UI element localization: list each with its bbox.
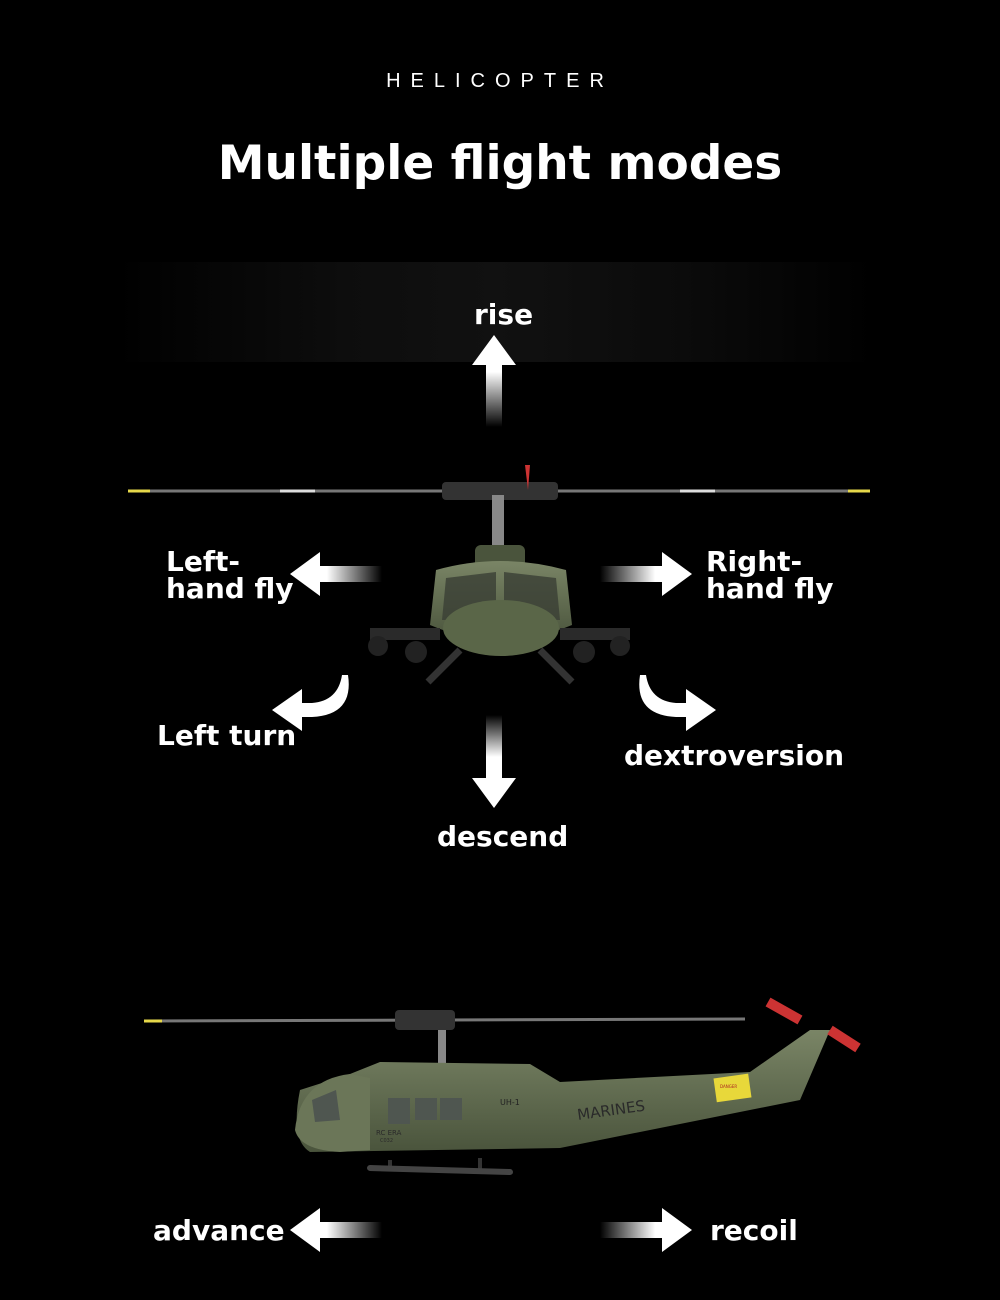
helicopter-front-view: [128, 465, 870, 685]
recoil-arrow-icon: [600, 1208, 692, 1252]
right-arrow-icon: [600, 552, 692, 596]
left-hand-fly-line1: Left-: [166, 545, 241, 578]
recoil-label: recoil: [710, 1214, 798, 1247]
right-turn-arrow-icon: [639, 675, 716, 731]
right-hand-fly-line1: Right-: [706, 545, 803, 578]
left-arrow-icon: [290, 552, 382, 596]
livery-warning: DANGER: [720, 1084, 737, 1089]
left-turn-label: Left turn: [157, 719, 297, 752]
right-hand-fly-label: Right-hand fly: [706, 545, 834, 605]
left-hand-fly-line2: hand fly: [166, 572, 294, 605]
left-hand-fly-label: Left-hand fly: [166, 545, 294, 605]
descend-arrow-icon: [472, 715, 516, 808]
advance-label: advance: [153, 1214, 285, 1247]
left-turn-arrow-icon: [272, 675, 349, 731]
rise-label: rise: [474, 298, 534, 331]
livery-brand: RC ERA: [376, 1129, 402, 1137]
rise-arrow-icon: [472, 335, 516, 427]
page-title: Multiple flight modes: [217, 136, 783, 191]
right-hand-fly-line2: hand fly: [706, 572, 834, 605]
dextroversion-label: dextroversion: [624, 739, 845, 772]
descend-label: descend: [437, 820, 569, 853]
advance-arrow-icon: [290, 1208, 382, 1252]
livery-model: UH-1: [500, 1098, 520, 1107]
livery-code: C032: [380, 1138, 393, 1144]
kicker-label: HELICOPTER: [386, 70, 614, 92]
helicopter-side-view: UH-1 MARINES RC ERA C032 DANGER: [143, 997, 861, 1175]
